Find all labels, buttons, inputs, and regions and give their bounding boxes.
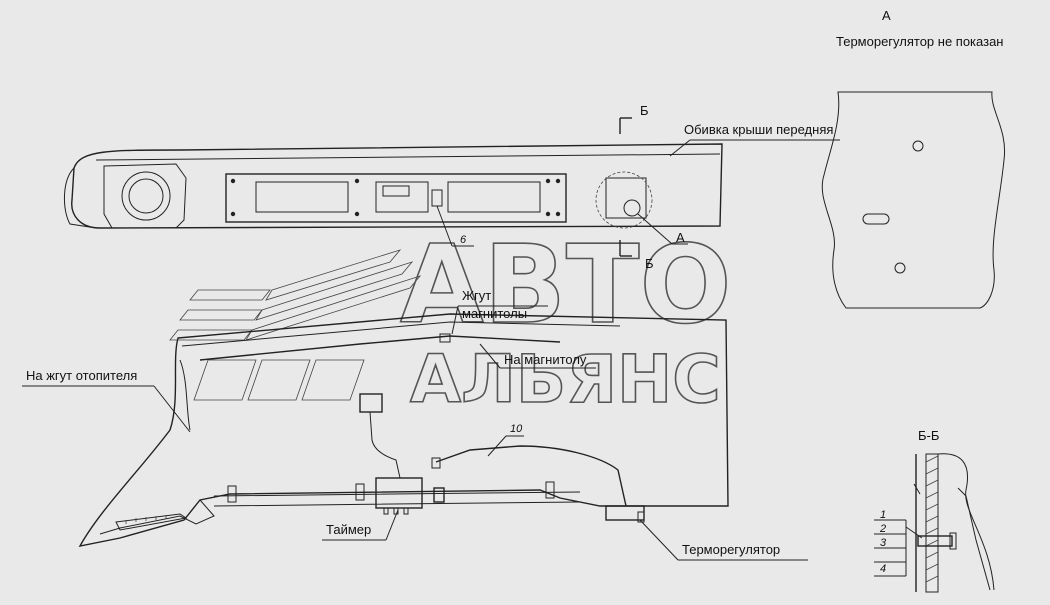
label-timer: Таймер [326, 522, 371, 537]
view-a-letter: А [882, 8, 891, 23]
section-bb-item-4: 4 [880, 563, 886, 575]
speaker-housing [103, 163, 187, 229]
watermark-logo [169, 249, 422, 401]
label-item-6: 6 [460, 234, 467, 246]
radio-harness-line [199, 335, 561, 361]
section-mark-top: Б [619, 103, 649, 134]
watermark-line1: АВТО [400, 223, 731, 348]
label-to-heater-harness: На жгут отопителя [26, 368, 137, 383]
section-bb-item-1: 1 [880, 509, 886, 521]
view-a-note: Терморегулятор не показан [836, 34, 1003, 49]
section-mark-bottom: Б [619, 240, 654, 271]
roof-console [64, 143, 723, 229]
mounting-rail [213, 491, 581, 507]
section-bb-item-3: 3 [880, 537, 887, 549]
cable-10 [435, 445, 627, 507]
handle-bracket [115, 513, 188, 531]
view-a-callout: А [676, 230, 685, 245]
harness-clip [439, 333, 451, 343]
view-a-hole-top [912, 140, 924, 152]
svg-text:Б: Б [640, 103, 649, 118]
watermark-line2: АЛЬЯНС [410, 341, 721, 418]
label-thermoregulator: Терморегулятор [682, 542, 780, 557]
label-roof-lining: Обивка крыши передняя [684, 122, 833, 137]
inline-connector [433, 487, 445, 503]
radio-display [382, 185, 410, 197]
lower-roof-panel [78, 313, 729, 547]
view-a-panel [821, 91, 1006, 309]
section-bb-layer [925, 453, 939, 593]
detail-a-circle [595, 171, 653, 229]
label-radio-harness-l2: магнитолы [462, 306, 527, 321]
label-item-10: 10 [510, 423, 523, 435]
radio-display-unit [375, 181, 429, 213]
watermark: АВТО АЛЬЯНС [169, 222, 732, 419]
speaker-grille [121, 171, 171, 221]
section-bb: Б-Б 1 2 3 4 [874, 428, 995, 593]
left-slot [255, 181, 349, 213]
view-a-hole-bottom [894, 262, 906, 274]
thermoregulator-knob-housing [605, 177, 647, 219]
section-bb-title: Б-Б [918, 428, 939, 443]
section-bb-item-2: 2 [879, 523, 886, 535]
thermoregulator-knob [623, 199, 641, 217]
section-bb-screw [917, 535, 953, 547]
timer-switch [431, 189, 443, 207]
label-radio-harness-l1: Жгут [462, 288, 491, 303]
radio-panel [225, 173, 567, 223]
timer-unit [375, 477, 423, 509]
svg-text:Б: Б [645, 256, 654, 271]
right-slot [447, 181, 541, 213]
radio-connector [359, 393, 383, 413]
label-to-radio: На магнитолу [504, 352, 587, 367]
view-a-slot [862, 213, 890, 225]
